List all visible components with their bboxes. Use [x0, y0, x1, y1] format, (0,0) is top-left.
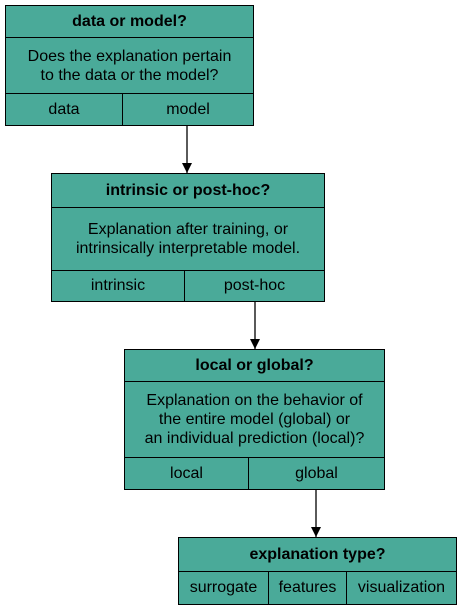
description-line: Does the explanation pertain [27, 47, 232, 65]
node-title-text: data or model? [72, 12, 187, 30]
node-options: intrinsic post-hoc [52, 271, 324, 301]
description-line: intrinsically interpretable model. [75, 240, 301, 257]
option-intrinsic: intrinsic [90, 277, 146, 294]
node-title: local or global? [125, 350, 384, 382]
option-data: data [48, 100, 80, 118]
node-title-text: intrinsic or post-hoc? [105, 181, 271, 199]
node-description: Explanation on the behavior of the entir… [125, 382, 384, 458]
node-description: Does the explanation pertain to the data… [6, 38, 253, 94]
node-title: explanation type? [179, 538, 456, 572]
description-line: the entire model (global) or [158, 411, 351, 428]
node-description: Explanation after training, or intrinsic… [52, 208, 324, 271]
node-data-or-model: data or model? Does the explanation pert… [5, 5, 254, 126]
option-surrogate: surrogate [189, 579, 258, 596]
option-model: model [122, 94, 253, 125]
node-options: local global [125, 458, 384, 489]
option-local: local [170, 464, 203, 482]
node-intrinsic-or-post-hoc: intrinsic or post-hoc? Explanation after… [51, 173, 325, 302]
node-title-text: explanation type? [249, 545, 386, 563]
option-global: global [248, 458, 384, 489]
node-explanation-type: explanation type? surrogate features vis… [178, 537, 457, 605]
node-options: surrogate features visualization [179, 572, 456, 604]
option-features: features [268, 572, 346, 604]
description-line: Explanation on the behavior of [146, 392, 363, 409]
node-title: intrinsic or post-hoc? [52, 174, 324, 208]
description-line: Explanation after training, or [87, 221, 289, 238]
description-line: to the data or the model? [40, 66, 219, 84]
option-post-hoc: post-hoc [184, 271, 324, 301]
node-local-or-global: local or global? Explanation on the beha… [124, 349, 385, 490]
description-line: an individual prediction (local)? [144, 430, 365, 447]
option-visualization: visualization [346, 572, 456, 604]
node-title-text: local or global? [195, 356, 314, 374]
node-options: data model [6, 94, 253, 125]
node-title: data or model? [6, 6, 253, 38]
